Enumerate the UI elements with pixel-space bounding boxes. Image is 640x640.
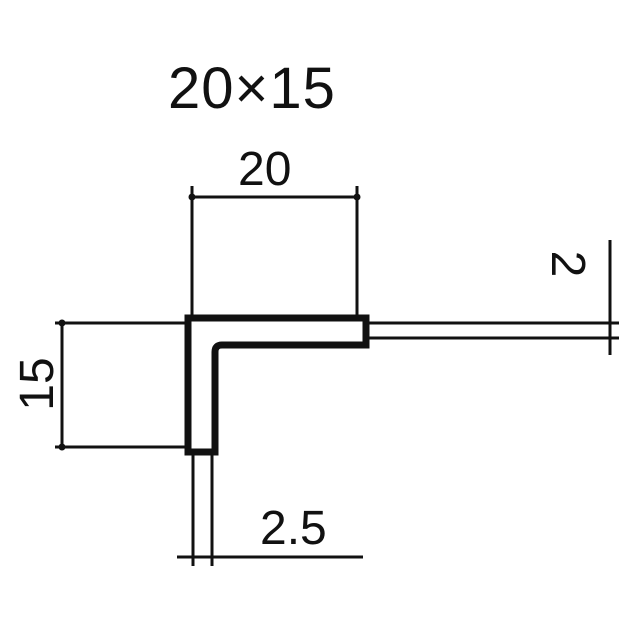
l-profile-shape (184, 314, 370, 456)
drawing-title: 20×15 (168, 56, 336, 121)
height-dimension (55, 319, 188, 451)
top-thickness-dimension (366, 240, 619, 355)
width-label: 20 (238, 143, 292, 196)
side-thickness-dimension (177, 452, 363, 566)
side-thickness-label: 2.5 (260, 502, 327, 555)
height-label: 15 (11, 357, 64, 411)
top-thickness-label: 2 (541, 250, 594, 278)
width-dimension (188, 186, 361, 318)
